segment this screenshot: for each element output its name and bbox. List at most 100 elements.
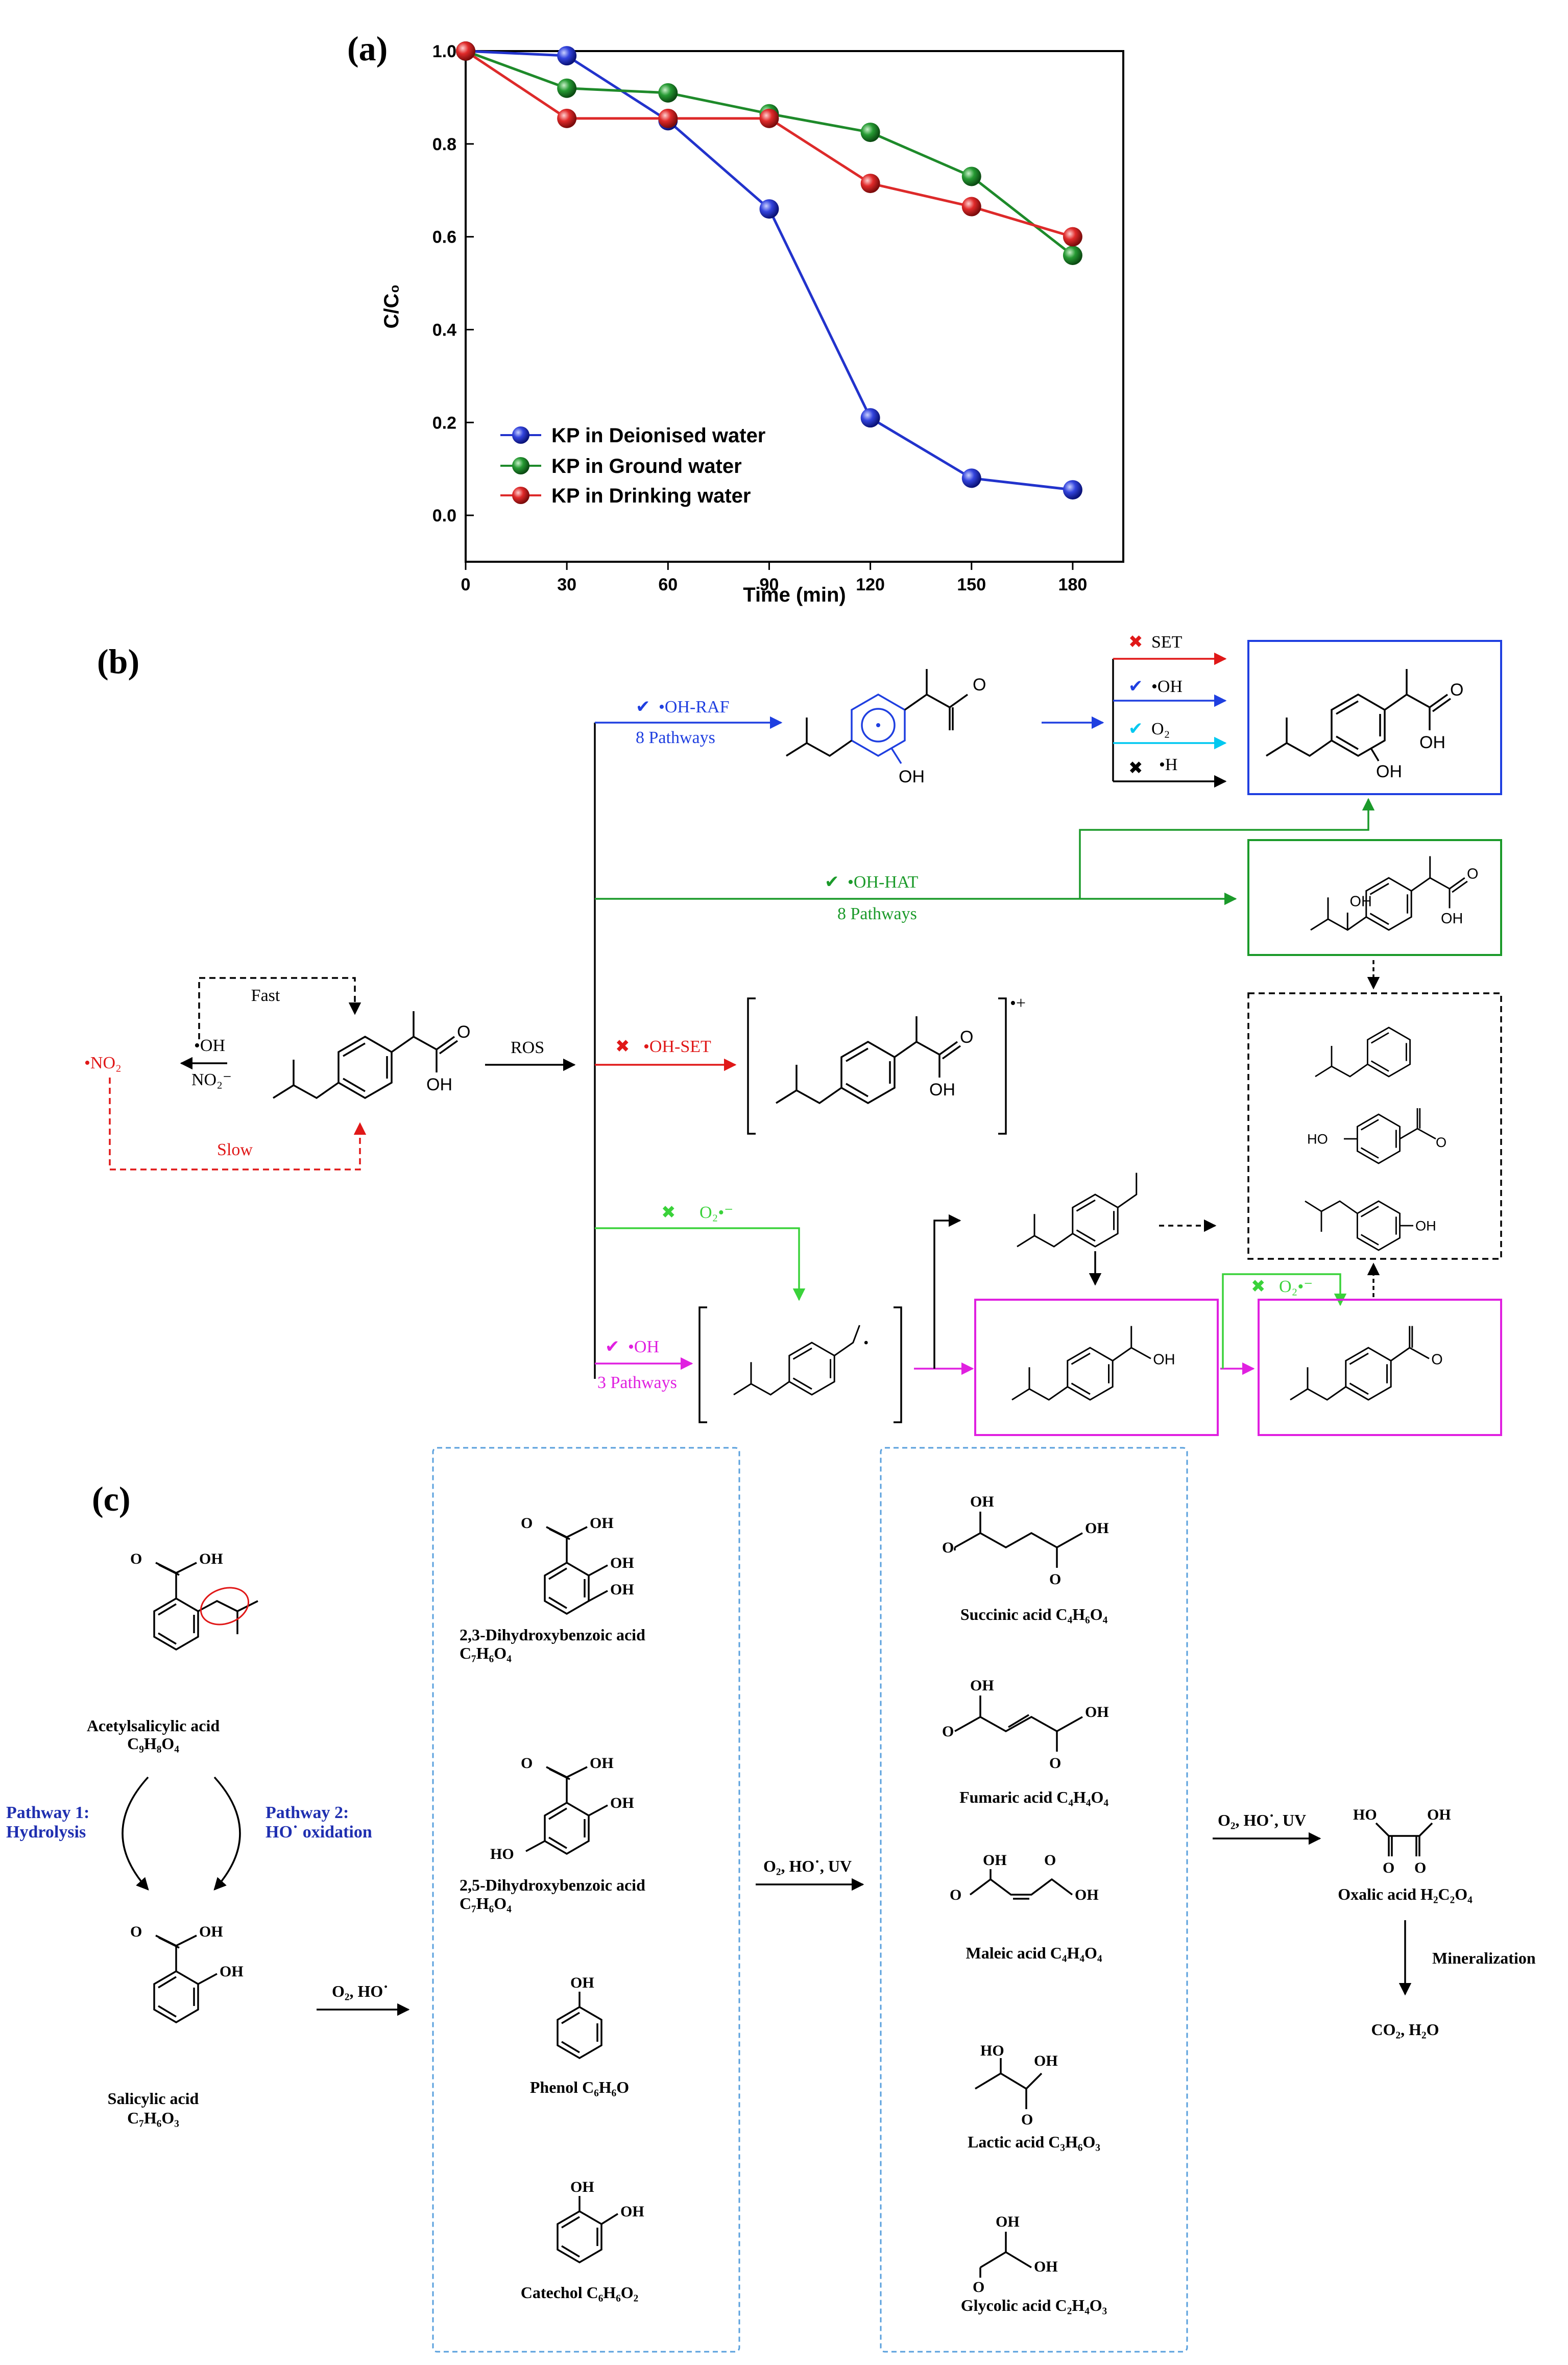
plot-frame: [465, 50, 1124, 563]
fum-oh2: OH: [1085, 1704, 1109, 1721]
suc-o1: O: [942, 1539, 954, 1556]
fum-o2: O: [1049, 1755, 1061, 1772]
set-cation: O OH •+: [747, 994, 1026, 1135]
sa-o: O: [130, 1923, 142, 1940]
set-cross: ✖: [1128, 633, 1143, 652]
salicylic-acid: O OH OH: [130, 1923, 244, 2023]
set-o: O: [960, 1028, 973, 1047]
d23-oh3: OH: [610, 1581, 634, 1598]
slow-label: Slow: [217, 1140, 253, 1159]
panel-b-label: (b): [97, 642, 139, 681]
set-charge: •+: [1010, 994, 1026, 1013]
sa-oh2: OH: [220, 1963, 244, 1980]
x-tick-label: 90: [760, 575, 779, 594]
oxalic-name: Oxalic acid H₂C₂O₄: [1338, 1885, 1473, 1903]
catechol-oh1: OH: [570, 2179, 594, 2195]
data-point: [557, 108, 577, 128]
hatp-o: O: [1467, 866, 1478, 882]
x-tick-label: 0: [461, 575, 471, 594]
asa-o: O: [130, 1550, 142, 1567]
data-point: [961, 197, 981, 217]
o2-ho-label: O₂, HO˙: [332, 1982, 389, 2000]
ox-oh: OH: [1427, 1806, 1451, 1823]
oxalic-acid: HO OH O O: [1353, 1806, 1451, 1876]
raf-pathways: 8 Pathways: [636, 728, 715, 747]
hap-o: O: [1436, 1134, 1446, 1150]
data-point: [658, 83, 678, 103]
data-point: [860, 408, 880, 428]
lac-ho: HO: [980, 2042, 1004, 2059]
asa-oh: OH: [199, 1550, 223, 1567]
succinic-name: Succinic acid C₄H₆O₄: [960, 1605, 1108, 1623]
data-point: [961, 166, 981, 186]
asa-name: Acetylsalicylic acid: [87, 1716, 220, 1735]
data-point: [860, 123, 880, 142]
suc-o2: O: [1049, 1571, 1061, 1588]
lactic-acid: HO OH O: [975, 2042, 1058, 2128]
legend-label-deionised: KP in Deionised water: [551, 424, 765, 447]
y-tick-label: 1.0: [432, 42, 456, 61]
alcohol-box: [974, 1299, 1219, 1436]
sa-formula: C₇H₆O₃: [127, 2109, 179, 2127]
legend-marker-ground: [512, 457, 529, 474]
y-tick-label: 0.2: [432, 413, 456, 433]
h-branch-label: •H: [1159, 755, 1177, 774]
mal-oh1: OH: [983, 1852, 1007, 1869]
data-point: [456, 41, 475, 61]
maleic-name: Maleic acid C₄H₄O₄: [966, 1944, 1102, 1962]
raf-check: ✔: [636, 698, 650, 716]
data-point: [961, 468, 981, 488]
data-point: [1063, 227, 1082, 247]
suc-oh1: OH: [970, 1493, 994, 1510]
pathway1-arrow: [122, 1776, 149, 1891]
dihydroxybenzoic-25: O OH OH HO: [490, 1755, 634, 1862]
mal-o1: O: [950, 1886, 961, 1903]
intermediates-box-1: [432, 1447, 740, 2353]
raf-product-box: [1247, 640, 1502, 795]
succinic-acid: O OH O OH: [942, 1493, 1109, 1588]
legend-marker-drinking: [512, 487, 529, 504]
oh-label: •OH: [194, 1036, 225, 1055]
slow-loop: Slow: [109, 1078, 367, 1170]
raf-adduct: OH O: [786, 669, 986, 786]
intermediates-box-2: [880, 1447, 1188, 2353]
fumaric-acid: O OH O OH: [942, 1677, 1109, 1772]
catechol-name: Catechol C₆H₆O₂: [521, 2283, 639, 2302]
dhb25-name: 2,5-Dihydroxybenzoic acid: [460, 1876, 645, 1894]
no2-minus-label: NO₂⁻: [191, 1070, 232, 1089]
sa-oh: OH: [199, 1923, 223, 1940]
fast-loop: Fast: [198, 977, 361, 1039]
ibuprofen-parent: O OH: [273, 1011, 470, 1098]
ros-label: ROS: [511, 1038, 544, 1057]
co2-label: CO₂, H₂O: [1371, 2020, 1439, 2039]
dhb23-formula: C₇H₆O₄: [460, 1644, 512, 1662]
gly-oh1: OH: [996, 2213, 1020, 2230]
o2-ho-uv-label-2: O₂, HO˙, UV: [1218, 1811, 1306, 1829]
ho-oxidation-label: HO˙ oxidation: [266, 1823, 372, 1842]
gly-oh2: OH: [1034, 2258, 1058, 2275]
hydrolysis-label: Hydrolysis: [6, 1823, 86, 1842]
hat-check: ✔: [825, 873, 839, 892]
glycolic-name: Glycolic acid C₂H₄O₃: [961, 2296, 1107, 2314]
gly-o: O: [973, 2279, 984, 2296]
ibu-o: O: [457, 1022, 470, 1042]
superoxide2-cross: ✖: [1251, 1277, 1266, 1296]
oh-set-label: •OH-SET: [643, 1037, 711, 1056]
hap-ho: HO: [1307, 1131, 1328, 1147]
series-line-1: [465, 50, 1074, 256]
set-label: SET: [1151, 633, 1183, 652]
legend-marker-deionised: [512, 426, 529, 444]
x-tick-label: 180: [1058, 575, 1088, 594]
isobutylphenol: OH: [1305, 1200, 1436, 1251]
x-tick-label: 60: [658, 575, 678, 594]
radical-to-ethyl: [933, 1214, 961, 1369]
ibu-oh: OH: [426, 1075, 452, 1094]
fast-label: Fast: [251, 986, 280, 1005]
fum-oh1: OH: [970, 1677, 994, 1694]
sa-name: Salicylic acid: [108, 2089, 199, 2108]
raf-product: OH O OH: [1266, 669, 1463, 781]
ibp-oh: OH: [1415, 1218, 1436, 1234]
data-point: [759, 199, 779, 219]
d23-oh1: OH: [590, 1515, 614, 1532]
